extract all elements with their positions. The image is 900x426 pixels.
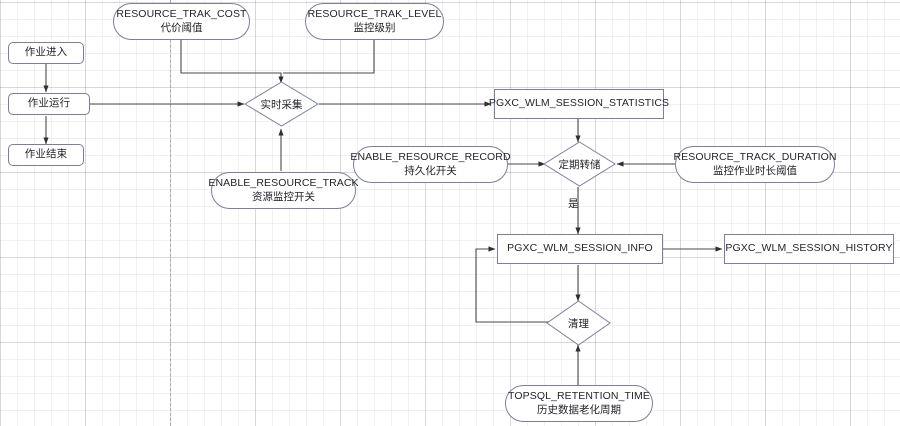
node-resource-track-duration[interactable]: RESOURCE_TRACK_DURATION 监控作业时长阈值	[673, 146, 837, 183]
edge-trak-level-to-realtime	[283, 37, 375, 74]
node-resource-trak-level-name: RESOURCE_TRAK_LEVEL	[307, 8, 442, 21]
node-resource-trak-cost-desc: 代价阈值	[160, 21, 203, 34]
node-pgxc-wlm-session-statistics-label: PGXC_WLM_SESSION_STATISTICS	[488, 97, 670, 110]
node-pgxc-wlm-session-info-label: PGXC_WLM_SESSION_INFO	[507, 242, 653, 255]
node-enable-resource-record[interactable]: ENABLE_RESOURCE_RECORD 持久化开关	[350, 146, 511, 183]
node-job-end-label: 作业结束	[24, 148, 68, 161]
node-enable-resource-track-name: ENABLE_RESOURCE_TRACK	[208, 177, 359, 190]
node-decision-dump-label: 定期转储	[558, 158, 601, 171]
node-job-end[interactable]: 作业结束	[8, 144, 84, 166]
node-enable-resource-track-desc: 资源监控开关	[252, 190, 315, 203]
node-pgxc-wlm-session-history-label: PGXC_WLM_SESSION_HISTORY	[725, 242, 893, 255]
node-job-run[interactable]: 作业运行	[8, 93, 90, 115]
node-enable-resource-record-name: ENABLE_RESOURCE_RECORD	[350, 151, 511, 164]
node-pgxc-wlm-session-statistics[interactable]: PGXC_WLM_SESSION_STATISTICS	[489, 89, 669, 119]
node-enable-resource-track[interactable]: ENABLE_RESOURCE_TRACK 资源监控开关	[208, 172, 359, 209]
node-resource-trak-cost-name: RESOURCE_TRAK_COST	[116, 8, 247, 21]
node-job-enter[interactable]: 作业进入	[8, 42, 84, 64]
node-decision-realtime[interactable]: 实时采集	[244, 81, 319, 127]
node-pgxc-wlm-session-history[interactable]: PGXC_WLM_SESSION_HISTORY	[724, 234, 894, 264]
node-decision-dump[interactable]: 定期转储	[543, 141, 616, 187]
node-resource-trak-level[interactable]: RESOURCE_TRAK_LEVEL 监控级别	[305, 3, 444, 40]
node-enable-resource-record-desc: 持久化开关	[404, 164, 457, 177]
node-resource-track-duration-name: RESOURCE_TRACK_DURATION	[673, 151, 837, 164]
node-topsql-retention-time-desc: 历史数据老化周期	[537, 403, 621, 416]
edge-clean-loop-to-session-info	[475, 246, 548, 323]
node-decision-realtime-label: 实时采集	[260, 98, 303, 111]
node-resource-track-duration-desc: 监控作业时长阈值	[713, 164, 797, 177]
edge-trak-cost-to-realtime	[180, 37, 284, 84]
diamond-realtime-shape	[244, 81, 319, 127]
edge-label-dump-yes: 是	[568, 198, 579, 210]
node-decision-clean[interactable]: 清理	[546, 300, 611, 346]
node-decision-clean-label: 清理	[568, 317, 589, 330]
node-resource-trak-level-desc: 监控级别	[353, 21, 396, 34]
node-job-enter-label: 作业进入	[24, 46, 68, 59]
node-pgxc-wlm-session-info[interactable]: PGXC_WLM_SESSION_INFO	[497, 234, 663, 264]
page-break-line	[170, 0, 171, 426]
node-topsql-retention-time[interactable]: TOPSQL_RETENTION_TIME 历史数据老化周期	[505, 385, 653, 422]
node-resource-trak-cost[interactable]: RESOURCE_TRAK_COST 代价阈值	[113, 3, 250, 40]
node-topsql-retention-time-name: TOPSQL_RETENTION_TIME	[508, 390, 650, 403]
diamond-dump-shape	[543, 141, 616, 187]
node-job-run-label: 作业运行	[27, 97, 71, 110]
